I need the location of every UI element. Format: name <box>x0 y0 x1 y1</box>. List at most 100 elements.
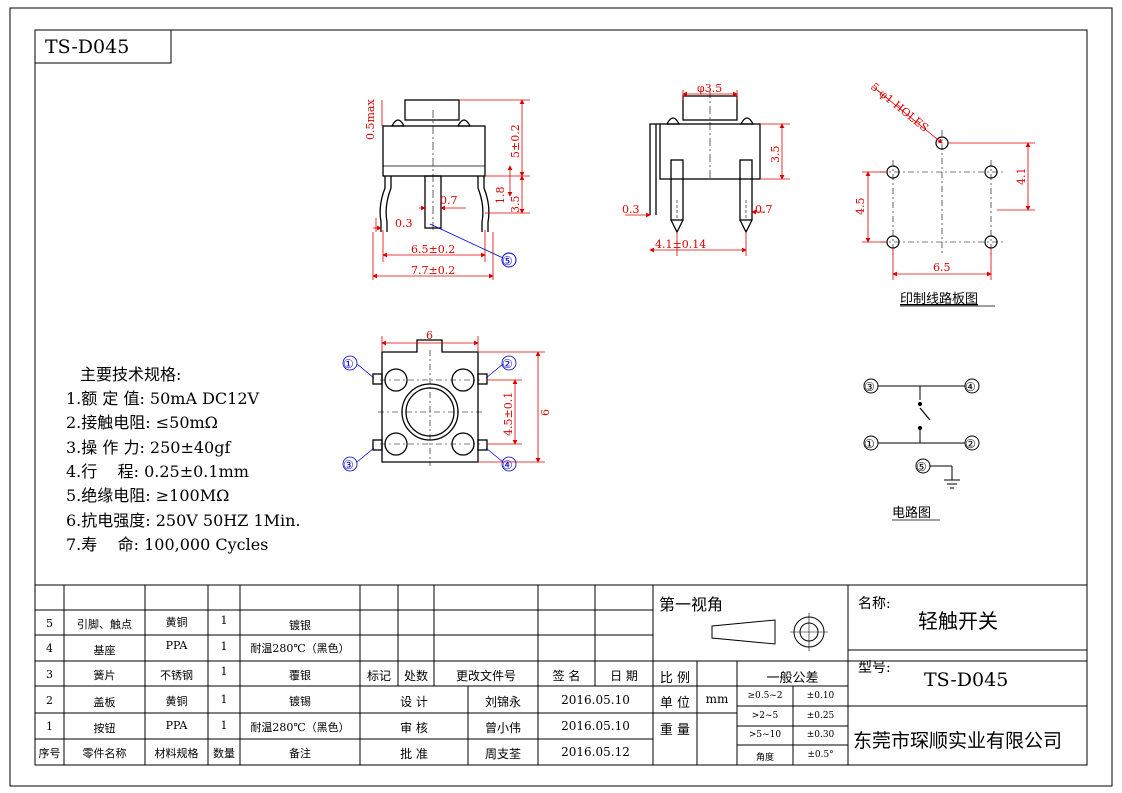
circuit-3: ③ <box>864 380 875 394</box>
bom-header-name: 零件名称 <box>82 747 127 760</box>
dim-side-pin: 0.7 <box>440 194 458 207</box>
sign-name-review: 曾小伟 <box>484 721 521 735</box>
bom-row-2-note: 镀锡 <box>289 695 311 708</box>
bom-header-qty: 数量 <box>213 747 235 760</box>
drawing-no-box <box>34 29 172 64</box>
bom-row-5-no: 5 <box>46 617 53 630</box>
bom-row-3-mat: 不锈钢 <box>160 669 193 682</box>
circuit-5: ⑤ <box>916 460 927 474</box>
callout-2: ② <box>502 357 513 371</box>
bom-row-4-name: 基座 <box>93 644 116 657</box>
tol-range-3: >5~10 <box>748 730 782 740</box>
bom-row-3-name: 簧片 <box>93 669 116 682</box>
sign-date-approve: 2016.05.12 <box>561 745 630 759</box>
circuit-4: ④ <box>965 380 976 394</box>
dim-pcb-41: 4.1 <box>1015 168 1028 186</box>
company-name: 东莞市琛顺实业有限公司 <box>853 730 1063 752</box>
bom-row-3-note: 覆银 <box>289 669 311 682</box>
outer-border <box>9 7 1113 787</box>
sign-role-approve: 批 准 <box>400 747 428 761</box>
spec-line-6: 6.抗电强度: 250V 50HZ 1Min. <box>66 511 301 530</box>
tol-value-1: ±0.10 <box>806 691 835 701</box>
pcb-layout <box>880 130 1004 255</box>
spec-line-5: 5.绝缘电阻: ≥100MΩ <box>66 486 230 505</box>
bom-row-1-note: 耐温280℃（黑色） <box>250 721 350 734</box>
dim-side-18: 1.8 <box>494 187 507 205</box>
tol-range-2: >2~5 <box>751 711 779 721</box>
dim-front-dia: φ3.5 <box>697 82 722 95</box>
bom-row-1-name: 按钮 <box>93 722 116 735</box>
bom-row-2-qty: 1 <box>220 693 228 706</box>
front-dims <box>625 90 790 256</box>
circuit-2: ② <box>965 437 976 451</box>
tol-range-1: ≥0.5~2 <box>747 691 783 701</box>
tol-range-4: 角度 <box>755 753 774 763</box>
pcb-dims <box>862 85 1035 280</box>
bom-header-mat: 材料规格 <box>154 747 199 760</box>
callout-1: ① <box>343 357 354 371</box>
weight-label: 重 量 <box>659 723 691 738</box>
spec-title: 主要技术规格: <box>80 365 182 384</box>
rev-date: 日 期 <box>610 669 638 683</box>
bom-row-4-no: 4 <box>46 642 53 655</box>
dim-front-h: 3.5 <box>769 146 782 164</box>
unit-value: mm <box>705 692 729 706</box>
bom-header-no: 序号 <box>38 747 61 760</box>
dim-pcb-45: 4.5 <box>854 198 867 216</box>
part-name-label: 名称: <box>858 596 891 612</box>
circuit-title: 电路图 <box>892 505 931 521</box>
dim-top-w: 6 <box>426 329 433 342</box>
sign-date-design: 2016.05.10 <box>561 693 630 707</box>
bom-row-4-qty: 1 <box>220 640 228 653</box>
sign-name-design: 刘锦永 <box>484 695 521 709</box>
bom-row-4-mat: PPA <box>165 639 188 652</box>
top-callouts <box>342 355 517 472</box>
callout-4: ④ <box>502 458 513 472</box>
dim-pcb-65: 6.5 <box>933 261 951 274</box>
bom-row-4-note: 耐温280℃（黑色） <box>250 642 350 655</box>
circuit-diagram <box>863 378 980 489</box>
title-block-grid <box>35 584 1087 765</box>
model-label: 型号: <box>858 660 891 676</box>
bom-row-3-qty: 1 <box>220 665 228 678</box>
bom-row-2-name: 盖板 <box>93 696 116 709</box>
dim-front-t: 0.3 <box>622 203 640 216</box>
callout-5: ⑤ <box>502 254 513 268</box>
dim-side-h: 5±0.2 <box>509 124 522 158</box>
bom-row-5-name: 引脚、触点 <box>77 618 132 631</box>
scale-label: 比 例 <box>659 671 691 686</box>
dim-front-w: 4.1±0.14 <box>655 238 706 251</box>
rev-doc: 更改文件号 <box>455 669 516 683</box>
dim-side-t: 0.3 <box>395 217 413 230</box>
top-dims <box>381 336 545 463</box>
bom-header-note: 备注 <box>289 747 311 760</box>
model-value: TS-D045 <box>924 669 1009 691</box>
dim-front-pin: 0.7 <box>755 203 773 216</box>
tol-value-3: ±0.30 <box>806 730 835 740</box>
rev-sign: 签 名 <box>552 669 581 683</box>
circuit-1: ① <box>864 437 875 451</box>
spec-line-7: 7.寿 命: 100,000 Cycles <box>66 535 269 554</box>
drawing-no: TS-D045 <box>45 36 129 58</box>
spec-line-1: 1.额 定 值: 50mA DC12V <box>66 389 260 408</box>
dim-top-h: 6 <box>539 409 552 416</box>
part-name: 轻触开关 <box>918 609 998 633</box>
top-view <box>372 339 488 466</box>
callout-5-ring <box>501 252 517 268</box>
bom-row-1-no: 1 <box>46 720 53 733</box>
tol-value-2: ±0.25 <box>806 711 835 721</box>
view-label: 第一视角 <box>659 595 724 614</box>
tol-value-4: ±0.5° <box>807 750 834 760</box>
spec-line-2: 2.接触电阻: ≤50mΩ <box>66 413 218 432</box>
unit-label: 单 位 <box>659 696 691 711</box>
dim-side-w65: 6.5±0.2 <box>411 243 455 256</box>
front-view <box>649 90 761 234</box>
spec-line-4: 4.行 程: 0.25±0.1mm <box>66 462 249 481</box>
bom-row-5-mat: 黄铜 <box>165 616 188 629</box>
dim-top-h45: 4.5±0.1 <box>502 392 515 436</box>
spec-line-3: 3.操 作 力: 250±40gf <box>66 438 231 457</box>
sign-date-review: 2016.05.10 <box>561 719 630 733</box>
bom-row-2-mat: 黄铜 <box>165 695 188 708</box>
bom-row-5-note: 镀银 <box>289 619 311 632</box>
